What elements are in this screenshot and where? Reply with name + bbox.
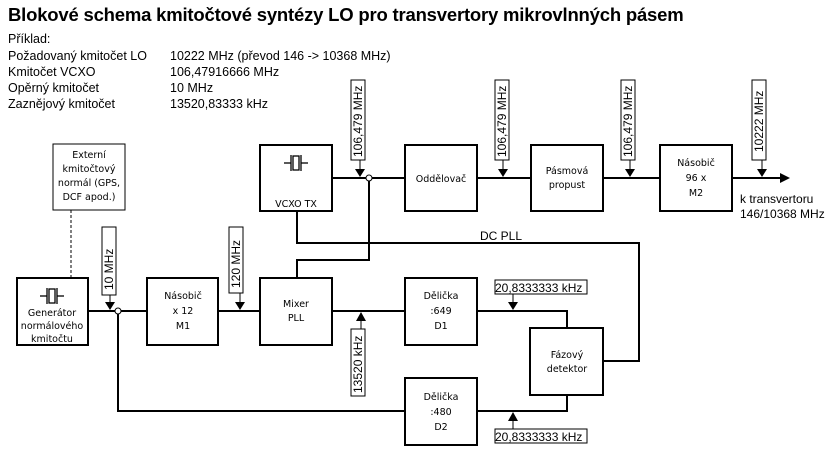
svg-text::649: :649	[430, 306, 451, 317]
output-label-line2: 146/10368 MHz	[740, 207, 825, 221]
svg-text:106,479 MHz: 106,479 MHz	[621, 86, 635, 157]
svg-text:Násobič: Násobič	[677, 158, 715, 169]
svg-text:20,8333333 kHz: 20,8333333 kHz	[495, 430, 582, 444]
tag-ref: 10 MHz	[101, 226, 117, 310]
example-heading: Příklad:	[8, 32, 51, 46]
block-bandpass: Pásmová propust	[530, 144, 604, 212]
svg-text:PLL: PLL	[288, 313, 305, 324]
wires	[70, 173, 790, 412]
output-label-line1: k transvertoru	[740, 192, 813, 206]
junction-vcxo	[365, 174, 373, 182]
block-divider-d2: Dělička :480 D2	[404, 377, 478, 446]
svg-text:kmitočtu: kmitočtu	[31, 334, 73, 345]
example-label-lo: Požadovaný kmitočet LO	[8, 49, 147, 63]
svg-text:Násobič: Násobič	[164, 291, 202, 302]
tag-m2-out: 10222 MHz	[751, 79, 767, 177]
svg-text:10222 MHz: 10222 MHz	[752, 91, 766, 152]
svg-text:M2: M2	[689, 188, 703, 199]
svg-text:Generátor: Generátor	[28, 308, 76, 319]
block-multiplier-m2: Násobič 96 x M2	[659, 144, 733, 212]
svg-text:Oddělovač: Oddělovač	[416, 174, 467, 185]
block-generator: Generátor normálového kmitočtu	[16, 277, 89, 346]
tag-d2-out: 20,8333333 kHz	[494, 412, 588, 444]
example-value-ref: 10 MHz	[170, 81, 214, 95]
svg-text:M1: M1	[176, 321, 190, 332]
svg-text:propust: propust	[549, 180, 586, 191]
example-label-vcxo: Kmitočet VCXO	[8, 65, 96, 79]
block-vcxo: VCXO TX	[259, 144, 333, 212]
svg-text:D2: D2	[434, 422, 447, 433]
svg-text:Dělička: Dělička	[424, 291, 459, 302]
block-buffer: Oddělovač	[404, 144, 478, 212]
tag-m1-out: 120 MHz	[228, 226, 245, 310]
block-mixer-pll: Mixer PLL	[259, 277, 333, 346]
block-external-reference: Externí kmitočtový normál (GPS, DCF apod…	[52, 143, 126, 211]
example-value-vcxo: 106,47916666 MHz	[170, 65, 280, 79]
svg-text::480: :480	[430, 407, 451, 418]
tag-bandpass-out: 106,479 MHz	[620, 79, 636, 177]
example-label-ref: Opěrný kmitočet	[8, 81, 100, 95]
example-value-beat: 13520,83333 kHz	[170, 97, 268, 111]
svg-text:x 12: x 12	[173, 306, 194, 317]
block-multiplier-m1: Násobič x 12 M1	[146, 277, 219, 346]
svg-text:Fázový: Fázový	[551, 350, 584, 361]
svg-text:DCF apod.): DCF apod.)	[63, 192, 116, 203]
tag-mixer-out: 13520 kHz	[350, 312, 366, 397]
svg-text:Dělička: Dělička	[424, 392, 459, 403]
svg-text:D1: D1	[434, 321, 447, 332]
svg-text:normálového: normálového	[21, 321, 84, 332]
svg-text:120 MHz: 120 MHz	[229, 240, 243, 288]
svg-text:normál (GPS,: normál (GPS,	[58, 178, 120, 189]
example-label-beat: Zaznějový kmitočet	[8, 97, 115, 111]
svg-text:106,479 MHz: 106,479 MHz	[495, 86, 509, 157]
svg-text:96 x: 96 x	[686, 173, 707, 184]
example-value-lo: 10222 MHz (převod 146 -> 10368 MHz)	[170, 49, 391, 63]
diagram-title: Blokové schema kmitočtové syntézy LO pro…	[8, 4, 684, 25]
tag-vcxo-out: 106,479 MHz	[350, 79, 366, 177]
svg-text:Externí: Externí	[72, 150, 106, 161]
svg-text:20,8333333 kHz: 20,8333333 kHz	[495, 281, 582, 295]
svg-text:Mixer: Mixer	[283, 299, 309, 310]
block-phase-detector: Fázový detektor	[529, 327, 604, 396]
svg-text:kmitočtový: kmitočtový	[63, 164, 116, 175]
dc-pll-label: DC PLL	[480, 229, 522, 243]
junction-ref	[114, 307, 122, 315]
svg-text:10 MHz: 10 MHz	[102, 249, 116, 290]
block-divider-d1: Dělička :649 D1	[404, 277, 478, 346]
svg-text:detektor: detektor	[547, 364, 587, 375]
svg-text:Pásmová: Pásmová	[546, 166, 589, 177]
svg-text:106,479 MHz: 106,479 MHz	[351, 86, 365, 157]
svg-text:VCXO TX: VCXO TX	[275, 199, 317, 210]
tag-d1-out: 20,8333333 kHz	[494, 279, 588, 310]
svg-text:13520 kHz: 13520 kHz	[351, 336, 365, 393]
tag-buffer-out: 106,479 MHz	[494, 79, 510, 177]
